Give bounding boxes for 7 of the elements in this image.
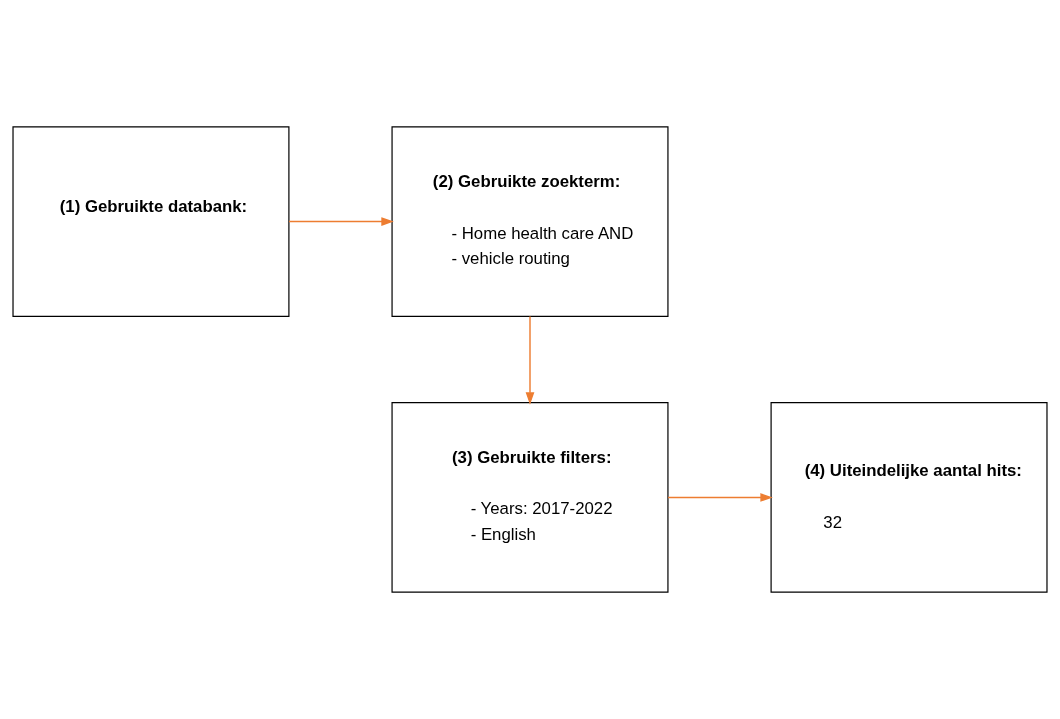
arrow — [288, 217, 394, 226]
node-box: (1) Gebruikte databank: — [12, 126, 290, 317]
node-box: (2) Gebruikte zoekterm: - Home health care AND - vehicle routing — [391, 126, 669, 317]
node-box: (3) Gebruikte filters: - Years: 2017-2022 - English — [391, 402, 669, 593]
arrow — [525, 315, 535, 405]
arrow — [667, 493, 773, 502]
node-box: (4) Uiteindelijke aantal hits: 32 — [770, 402, 1048, 593]
